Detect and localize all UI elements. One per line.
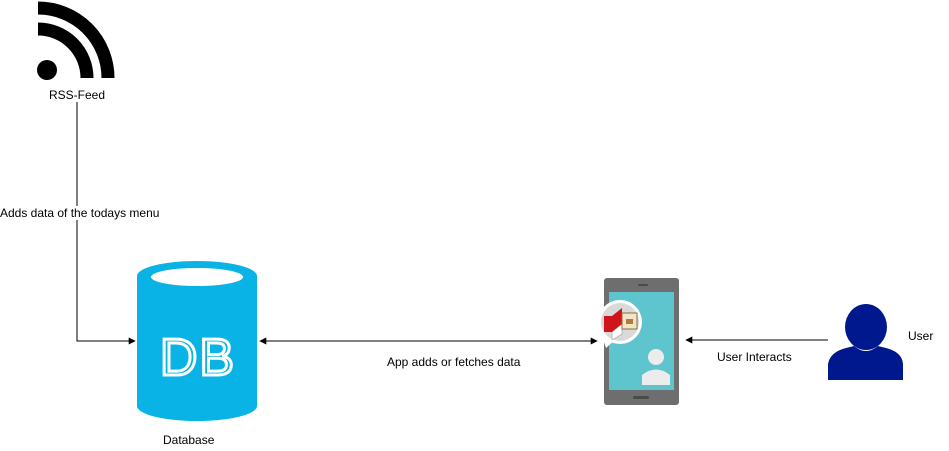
database-cylinder-icon: DB [137, 261, 257, 421]
user-label: User [908, 329, 934, 343]
edge-label-rss-to-database: Adds data of the todays menu [0, 206, 160, 220]
user-person-icon [828, 304, 903, 380]
edge-rss-to-database [76, 102, 136, 345]
app-chat-bubble-icon [598, 300, 642, 348]
edge-label-app-database: App adds or fetches data [387, 355, 521, 369]
database-glyph: DB [160, 329, 236, 387]
rss-feed-label: RSS-Feed [49, 88, 106, 102]
rss-feed-icon [37, 1, 115, 80]
database-label: Database [163, 433, 215, 447]
edge-label-user-to-app: User Interacts [717, 350, 792, 364]
